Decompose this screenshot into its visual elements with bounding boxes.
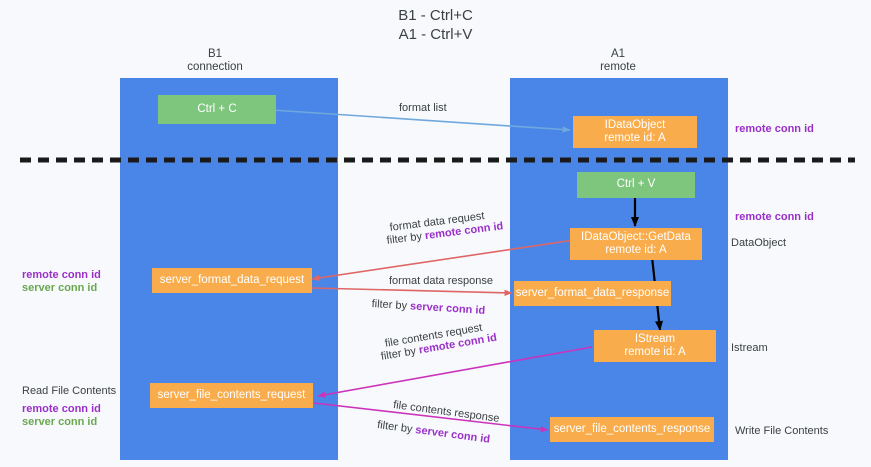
box-istream-line1: IStream: [634, 332, 676, 345]
left-annotation-server-conn-id-2: server conn id: [22, 416, 98, 428]
box-idataobject-getdata-line1: IDataObject::GetData: [581, 230, 691, 243]
filter-prefix: filter by: [371, 298, 411, 313]
box-server-format-data-response-label: server_format_data_response: [515, 286, 670, 299]
box-server-format-data-request-label: server_format_data_request: [159, 273, 305, 286]
edge-label-format-list: format list: [399, 102, 447, 114]
right-annotation-remote-conn-id-top: remote conn id: [735, 123, 814, 135]
edge-label-format-data-response-filter: filter by server conn id: [371, 298, 485, 318]
right-annotation-remote-conn-id-mid: remote conn id: [735, 211, 814, 223]
box-istream[interactable]: IStream remote id: A: [594, 330, 716, 362]
column-header-b1-sub: connection: [187, 61, 243, 73]
box-server-file-contents-response-label: server_file_contents_response: [553, 422, 711, 435]
box-server-file-contents-request[interactable]: server_file_contents_request: [150, 383, 313, 408]
column-header-b1: B1 connection: [155, 48, 275, 74]
box-idataobject-remote-line2: remote id: A: [604, 132, 666, 144]
box-idataobject-getdata[interactable]: IDataObject::GetData remote id: A: [570, 228, 702, 260]
edge-label-format-data-response: format data response: [389, 275, 493, 287]
box-server-file-contents-response[interactable]: server_file_contents_response: [550, 417, 714, 442]
left-annotation-remote-conn-id-2: remote conn id: [22, 403, 101, 415]
diagram-title: B1 - Ctrl+C A1 - Ctrl+V: [0, 6, 871, 44]
box-idataobject-getdata-line2: remote id: A: [605, 244, 667, 256]
box-idataobject-remote-line1: IDataObject: [604, 118, 666, 131]
box-istream-line2: remote id: A: [624, 346, 686, 358]
right-annotation-dataobject: DataObject: [731, 237, 787, 249]
filter-key-server-conn-id: server conn id: [414, 424, 491, 446]
right-annotation-istream: Istream: [731, 342, 768, 354]
box-idataobject-remote[interactable]: IDataObject remote id: A: [573, 116, 697, 148]
column-header-a1-sub: remote: [600, 61, 636, 73]
column-header-b1-name: B1: [207, 48, 223, 60]
left-annotation-server-conn-id: server conn id: [22, 282, 98, 294]
filter-key-server-conn-id: server conn id: [409, 300, 486, 317]
arrow-format-data-response: [311, 287, 513, 297]
box-ctrl-v[interactable]: Ctrl + V: [577, 172, 695, 198]
left-annotation-remote-conn-id: remote conn id: [22, 269, 101, 281]
box-server-file-contents-request-label: server_file_contents_request: [157, 388, 306, 401]
box-server-format-data-request[interactable]: server_format_data_request: [152, 268, 312, 293]
box-ctrl-v-label: Ctrl + V: [616, 178, 656, 191]
diagram-title-line2: A1 - Ctrl+V: [398, 26, 473, 43]
column-header-a1: A1 remote: [558, 48, 678, 74]
edge-label-file-contents-response: file contents response: [392, 399, 501, 425]
left-annotation-read-file-contents: Read File Contents: [22, 385, 117, 397]
box-server-format-data-response[interactable]: server_format_data_response: [514, 281, 671, 306]
edge-label-file-contents-response-filter: filter by server conn id: [376, 419, 490, 447]
filter-prefix: filter by: [376, 419, 417, 436]
box-ctrl-c-label: Ctrl + C: [197, 102, 237, 115]
column-header-a1-name: A1: [610, 48, 626, 60]
box-ctrl-c[interactable]: Ctrl + C: [158, 95, 276, 124]
right-annotation-write-file-contents: Write File Contents: [735, 425, 829, 437]
diagram-title-line1: B1 - Ctrl+C: [398, 7, 473, 24]
